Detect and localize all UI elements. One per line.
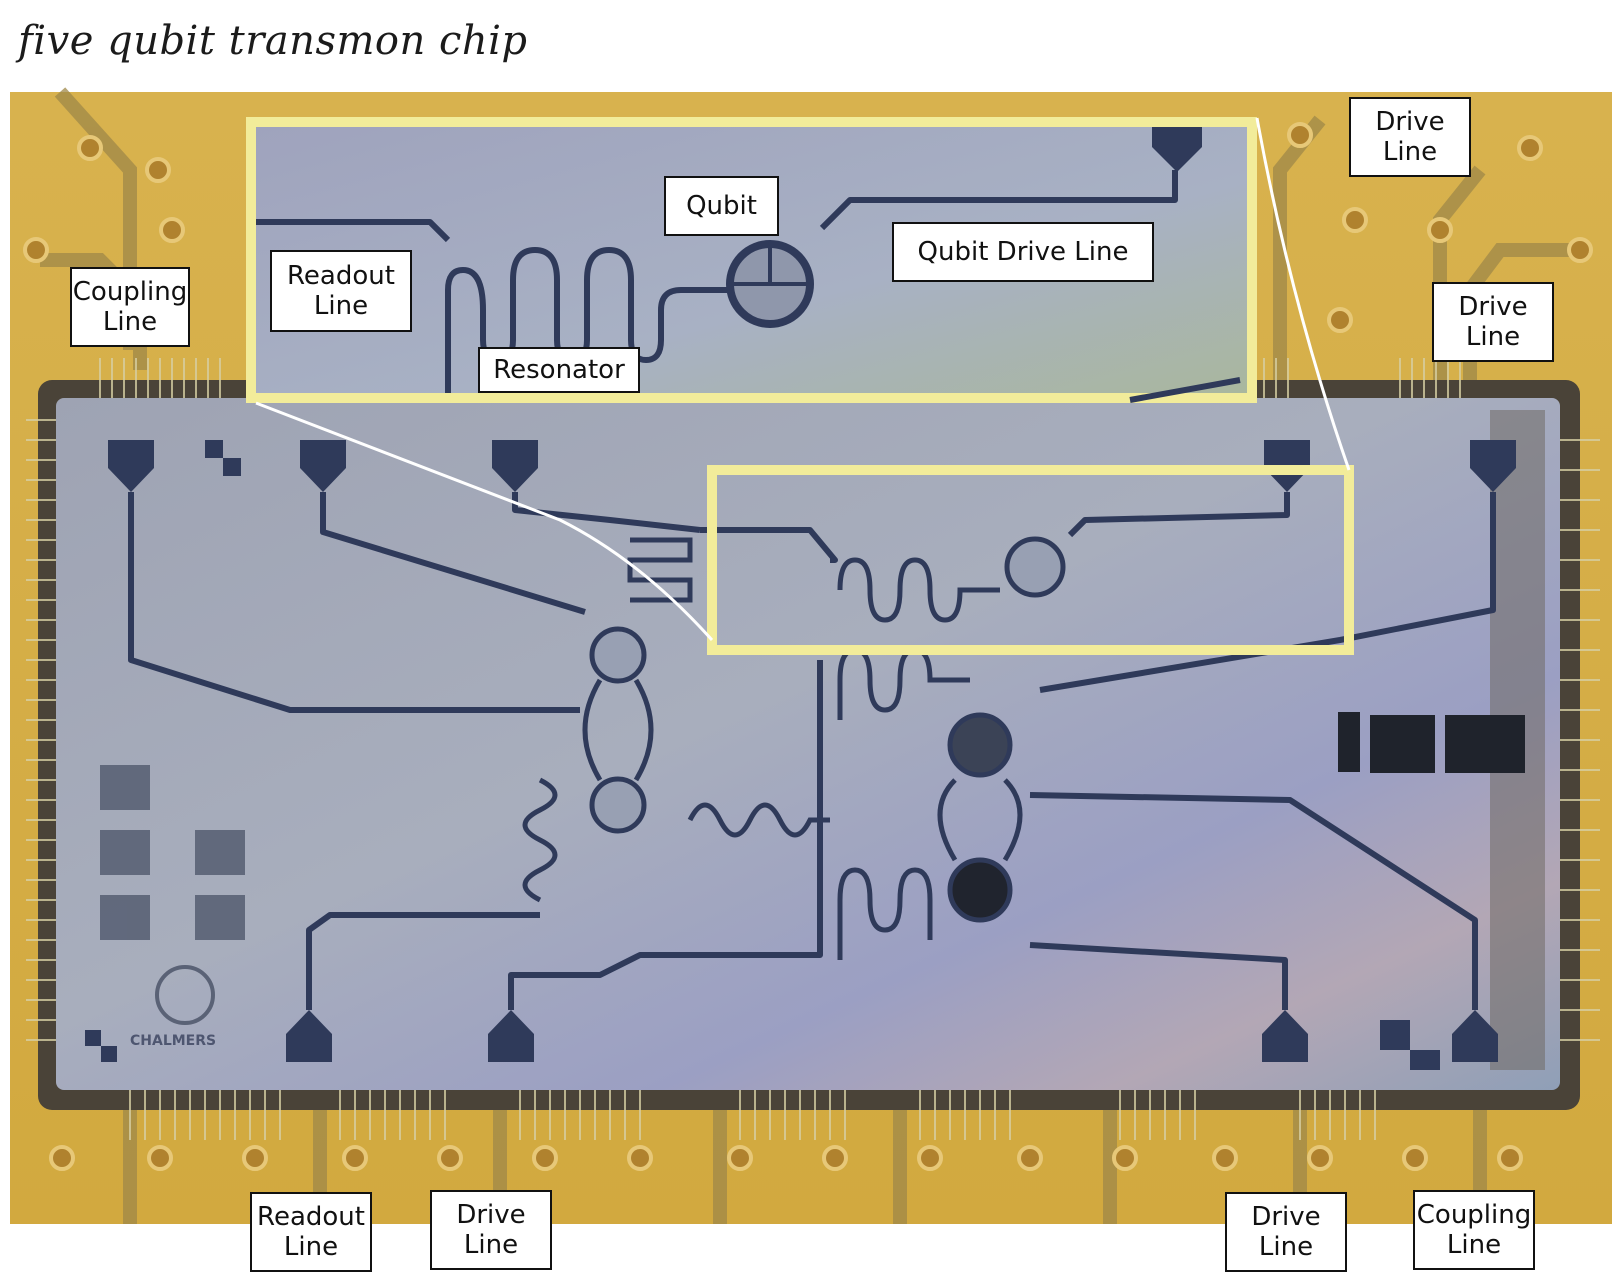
figure-title: five qubit transmon chip [18,18,528,64]
label-drive-line-top-right-1: Drive Line [1349,97,1471,177]
junction-test-pads [100,765,245,940]
label-coupling-line-top-left: Coupling Line [70,267,190,347]
chip-qubits [582,536,1066,923]
chip-traces [128,492,1496,1010]
label-readout-line-bottom: Readout Line [250,1192,372,1272]
label-readout-line-inset: Readout Line [270,250,412,332]
chalmers-logo-text: CHALMERS [130,1033,216,1049]
inset-pad [1152,127,1202,172]
chip-resonators [522,537,1000,960]
label-resonator: Resonator [478,347,640,393]
chalmers-logo [155,965,215,1025]
label-qubit-drive-line: Qubit Drive Line [892,222,1154,282]
inset-qubit [726,240,814,328]
label-coupling-line-bottom-right: Coupling Line [1413,1190,1535,1270]
label-qubit: Qubit [664,176,779,236]
test-structures [1338,712,1525,773]
bond-pads [85,440,1516,1070]
zoom-connector-lines [255,117,1351,642]
zoom-source-box [707,465,1354,655]
chip-surface [56,398,1560,1090]
label-drive-line-bottom-left: Drive Line [430,1190,552,1270]
label-drive-line-bottom-right: Drive Line [1225,1192,1347,1272]
label-drive-line-top-right-2: Drive Line [1432,282,1554,362]
wire-bonds [26,358,1600,1140]
board-vias [23,122,1593,1171]
